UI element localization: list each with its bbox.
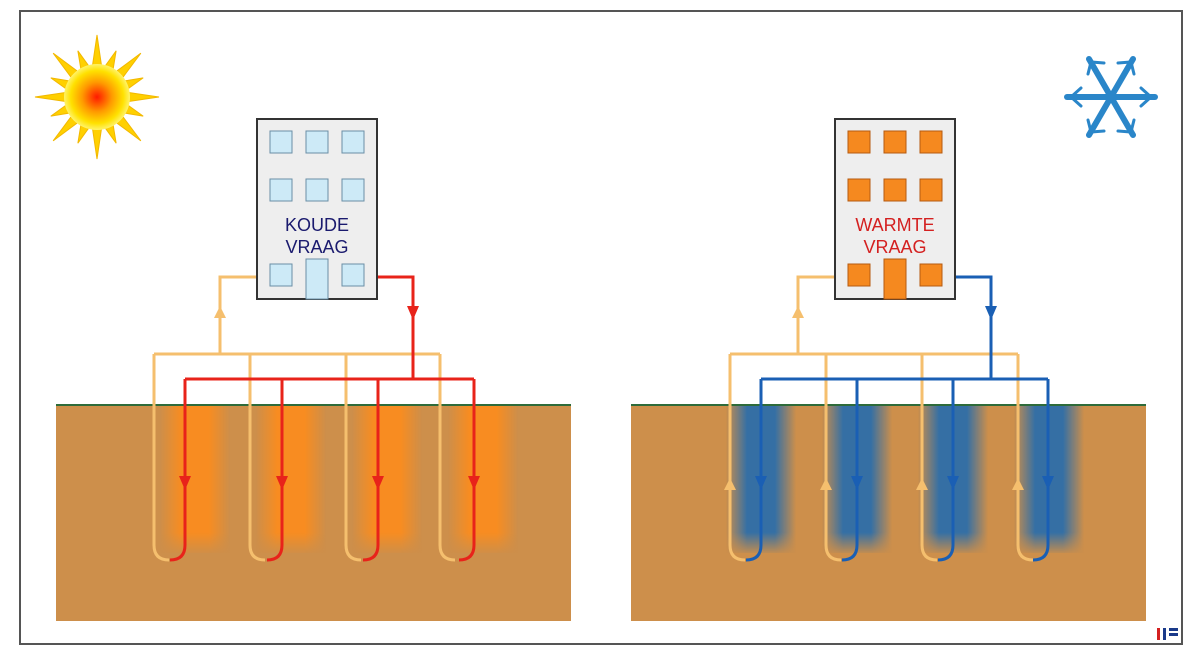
arrow-down-icon — [755, 476, 767, 490]
winter-label-line2: VRAAG — [863, 237, 926, 257]
arrow-down-icon — [372, 476, 384, 490]
arrow-down-icon — [179, 476, 191, 490]
if-logo-icon — [1157, 628, 1178, 640]
sun-icon — [34, 34, 160, 160]
flow-arrows-right — [724, 306, 1054, 490]
snowflake-icon — [1064, 56, 1158, 138]
arrow-up-icon — [792, 306, 804, 318]
building-right: WARMTE VRAAG — [834, 118, 956, 300]
flow-arrows-left — [179, 306, 480, 490]
windows-right — [847, 130, 943, 300]
building-left: KOUDE VRAAG — [256, 118, 378, 300]
arrow-down-icon — [1042, 476, 1054, 490]
arrow-down-icon — [276, 476, 288, 490]
arrow-up-icon — [724, 478, 736, 490]
supply-pipes-right — [745, 275, 1050, 562]
arrow-down-icon — [985, 306, 997, 320]
return-pipes-right — [728, 275, 1034, 562]
arrow-up-icon — [820, 478, 832, 490]
arrow-down-icon — [468, 476, 480, 490]
summer-panel: KOUDE VRAAG — [34, 34, 571, 621]
arrow-up-icon — [916, 478, 928, 490]
arrow-down-icon — [407, 306, 419, 320]
arrow-down-icon — [947, 476, 959, 490]
windows-left — [269, 130, 365, 300]
winter-panel: WARMTE VRAAG — [631, 56, 1158, 621]
arrow-up-icon — [214, 306, 226, 318]
heat-plumes-left — [160, 405, 518, 553]
arrow-down-icon — [851, 476, 863, 490]
return-pipes-left — [152, 275, 456, 562]
summer-label-line1: KOUDE — [285, 215, 349, 235]
summer-label-line2: VRAAG — [285, 237, 348, 257]
arrow-up-icon — [1012, 478, 1024, 490]
winter-label-line1: WARMTE — [855, 215, 934, 235]
supply-pipes-left — [169, 275, 476, 562]
